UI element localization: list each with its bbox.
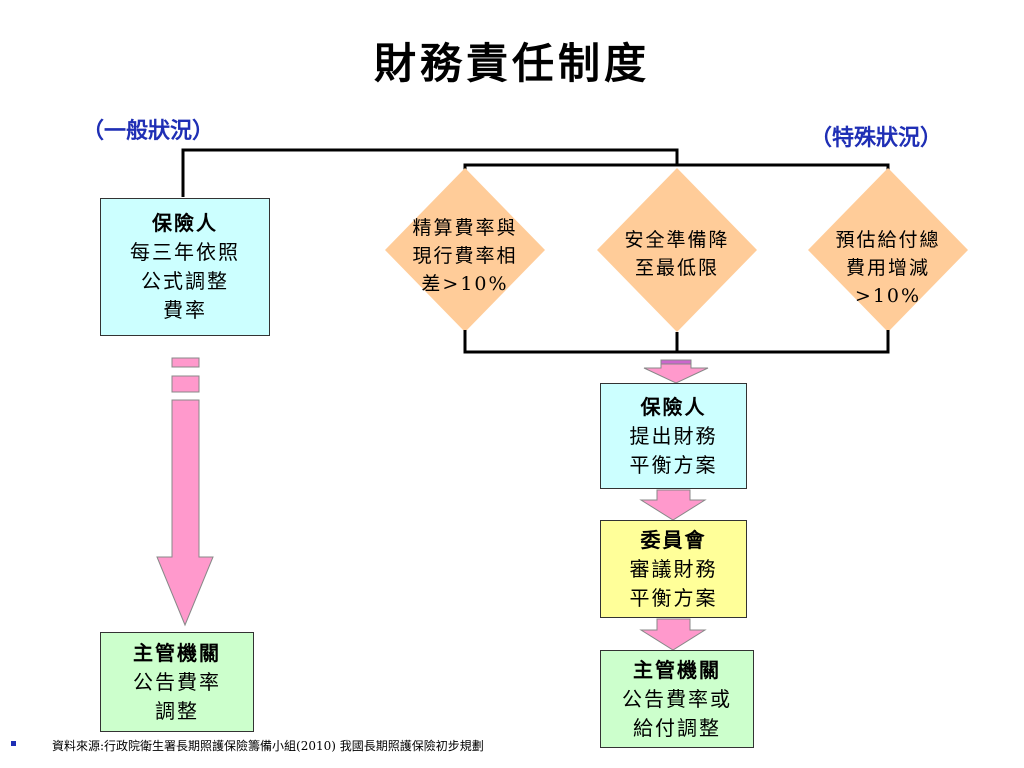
right-insurer-box: 保險人 提出財務 平衡方案 xyxy=(600,383,747,489)
bullet-icon xyxy=(11,741,16,746)
box-heading: 保險人 xyxy=(152,211,218,235)
diamond-actuarial xyxy=(385,168,545,332)
right-arrow-3 xyxy=(639,618,707,651)
diamond-text-line: 費用增減 xyxy=(845,257,930,279)
diamond-actuarial-text: 精算費率與 現行費率相 差>10% xyxy=(395,214,535,298)
diamond-text-line: >10% xyxy=(854,285,922,307)
diamond-text-line: 現行費率相 xyxy=(412,245,518,267)
diamond-text-line: 精算費率與 xyxy=(412,217,518,239)
box-line: 調整 xyxy=(155,698,199,723)
diamond-reserve-text: 安全準備降 至最低限 xyxy=(607,226,747,282)
diamond-expense-text: 預估給付總 費用增減 >10% xyxy=(818,226,958,310)
diamond-text-line: 預估給付總 xyxy=(835,229,941,251)
box-heading: 保險人 xyxy=(640,394,707,419)
box-heading: 主管機關 xyxy=(633,657,721,682)
top-connector xyxy=(181,148,890,197)
box-line: 平衡方案 xyxy=(629,452,718,477)
special-case-label: （特殊狀況） xyxy=(810,125,943,151)
box-line: 公式調整 xyxy=(141,269,229,293)
diamond-expense xyxy=(808,168,968,332)
box-line: 平衡方案 xyxy=(629,585,718,610)
page-title: 財務責任制度 xyxy=(373,39,650,88)
left-insurer-box: 保險人 每三年依照 公式調整 費率 xyxy=(100,198,270,336)
box-line: 費率 xyxy=(163,298,207,322)
source-footer: 資料來源:行政院衛生署長期照護保險籌備小組(2010) 我國長期照護保險初步規劃 xyxy=(52,739,484,753)
right-authority-box: 主管機關 公告費率或 給付調整 xyxy=(600,650,754,748)
right-arrow-1 xyxy=(643,359,709,384)
box-line: 公告費率或 xyxy=(622,686,732,711)
committee-box: 委員會 審議財務 平衡方案 xyxy=(600,520,747,618)
box-heading: 委員會 xyxy=(640,527,707,552)
left-authority-box: 主管機關 公告費率 調整 xyxy=(100,632,254,732)
box-line: 給付調整 xyxy=(633,715,721,740)
diamond-reserve xyxy=(597,168,757,332)
right-arrow-2 xyxy=(639,489,707,521)
general-case-label: （一般狀況） xyxy=(82,118,215,144)
bottom-connector xyxy=(463,330,890,354)
diamond-text-line: 至最低限 xyxy=(634,257,719,279)
diamond-text-line: 安全準備降 xyxy=(624,229,730,251)
box-line: 每三年依照 xyxy=(130,240,240,264)
diamond-text-line: 差>10% xyxy=(421,273,509,295)
box-line: 提出財務 xyxy=(629,423,718,448)
left-long-arrow xyxy=(156,357,214,627)
box-line: 審議財務 xyxy=(629,556,718,581)
box-line: 公告費率 xyxy=(133,669,221,694)
box-heading: 主管機關 xyxy=(133,640,221,665)
